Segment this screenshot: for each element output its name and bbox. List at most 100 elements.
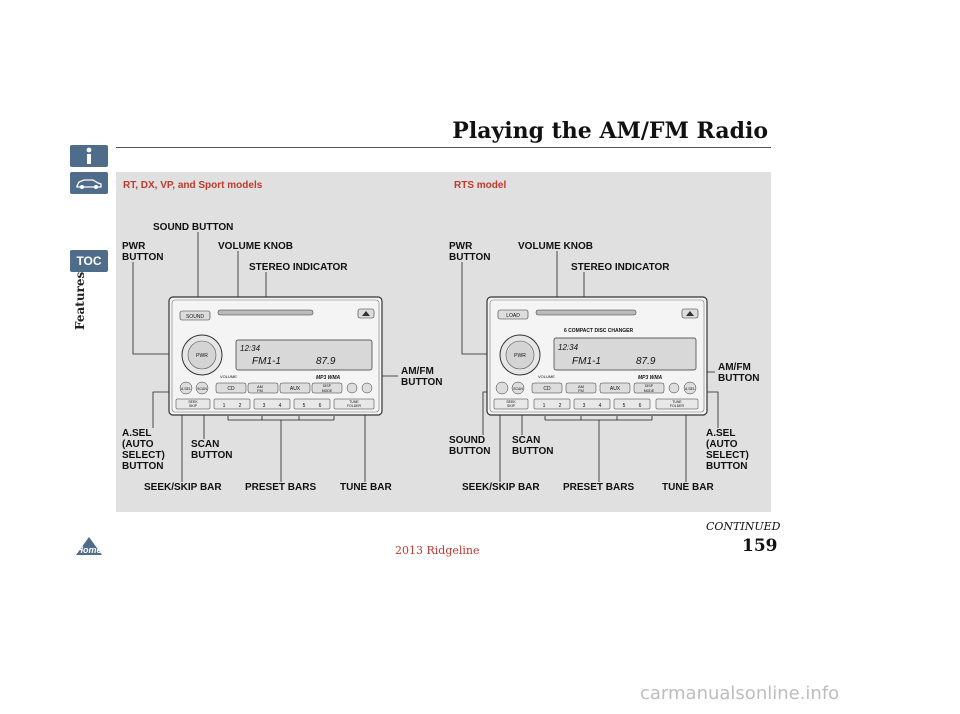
right-aux-text: AUX <box>610 386 621 392</box>
right-tune-bar[interactable] <box>655 398 699 410</box>
right-seek-skip-bar-label: SEEK/SKIP BAR <box>462 482 540 493</box>
right-eject-icon <box>686 311 694 316</box>
left-scan-button[interactable] <box>195 381 209 395</box>
right-skip-text: SKIP <box>507 404 516 408</box>
left-seek-skip-bar[interactable] <box>175 398 211 410</box>
car-icon <box>76 179 102 189</box>
left-pwr-button[interactable]: PWR <box>196 353 208 359</box>
left-round-button-a[interactable] <box>346 382 358 394</box>
right-scan-text: SCAN <box>513 387 523 391</box>
home-label: Home <box>76 545 101 555</box>
left-cd-text: CD <box>227 386 235 392</box>
left-asel-button[interactable] <box>179 381 193 395</box>
right-display-clock: 12:34 <box>558 343 579 352</box>
left-preset-4: 4 <box>279 403 282 409</box>
left-preset-2: 2 <box>239 403 242 409</box>
left-seek-skip-bar-label: SEEK/SKIP BAR <box>144 482 222 493</box>
left-tune-bar-label: TUNE BAR <box>340 482 392 493</box>
left-display-frequency: 87.9 <box>316 356 336 367</box>
left-disp-mode-button[interactable] <box>311 382 343 394</box>
car-tab[interactable] <box>70 172 108 194</box>
info-tab[interactable] <box>70 145 108 167</box>
right-preset-bars-label: PRESET BARS <box>563 482 635 493</box>
right-preset-3: 3 <box>583 403 586 409</box>
right-stereo-indicator-label: STEREO INDICATOR <box>571 262 670 273</box>
left-asel-text: A.SEL <box>181 387 191 391</box>
right-preset-6: 6 <box>639 403 642 409</box>
right-preset-1: 1 <box>543 403 546 409</box>
left-preset-5: 5 <box>303 403 306 409</box>
right-load-button[interactable] <box>497 309 529 320</box>
right-preset-2: 2 <box>559 403 562 409</box>
right-preset-bar-5-6[interactable] <box>613 398 651 410</box>
toc-label: TOC <box>76 254 102 268</box>
page-number: 159 <box>742 536 778 556</box>
left-aux-button[interactable] <box>279 382 311 394</box>
right-preset-bar-3-4[interactable] <box>573 398 611 410</box>
right-seek-skip-bar[interactable] <box>493 398 529 410</box>
right-pwr-button-label: PWR BUTTON <box>449 241 491 263</box>
left-preset-1: 1 <box>223 403 226 409</box>
right-cd-slot <box>535 309 637 316</box>
right-radio-unit: LOAD 6 COMPACT DISC CHANGER PWR VOLUME 1… <box>486 296 708 416</box>
right-tune-bar-label: TUNE BAR <box>662 482 714 493</box>
right-round-button-a[interactable] <box>668 382 680 394</box>
left-amfm-button-label: AM/FM BUTTON <box>401 366 443 388</box>
left-pwr-button-label: PWR BUTTON <box>122 241 164 263</box>
right-preset-bar-1-2[interactable] <box>533 398 571 410</box>
left-cd-button[interactable] <box>215 382 247 394</box>
right-changer-text: 6 COMPACT DISC CHANGER <box>564 328 633 334</box>
left-am-text: AM <box>257 384 263 389</box>
right-asel-button-label: A.SEL (AUTO SELECT) BUTTON <box>706 428 749 472</box>
right-fm-text: FM <box>578 388 584 393</box>
left-preset-bar-5-6[interactable] <box>293 398 331 410</box>
left-preset-bar-1-2[interactable] <box>213 398 251 410</box>
left-round-button-b[interactable] <box>361 382 373 394</box>
left-tune-bar[interactable] <box>333 398 375 410</box>
right-sound-button-label: SOUND BUTTON <box>449 435 491 457</box>
right-display-frequency: 87.9 <box>636 356 656 367</box>
right-tune-text: TUNE <box>672 400 682 404</box>
right-cd-button[interactable] <box>531 382 563 394</box>
left-preset-bar-3-4[interactable] <box>253 398 291 410</box>
watermark: carmanualsonline.info <box>640 683 840 704</box>
left-tune-text: TUNE <box>349 400 359 404</box>
page-title: Playing the AM/FM Radio <box>452 118 768 144</box>
right-seek-text: SEEK <box>506 400 516 404</box>
right-mode-text: MODE <box>644 389 655 393</box>
right-volume-knob-label: VOLUME KNOB <box>518 241 593 252</box>
info-icon <box>86 147 92 164</box>
right-sound-button[interactable] <box>495 381 509 395</box>
right-disp-text: DISP <box>645 384 654 388</box>
left-volume-knob-label: VOLUME KNOB <box>218 241 293 252</box>
left-model-heading: RT, DX, VP, and Sport models <box>123 180 263 191</box>
right-asel-button[interactable] <box>683 381 697 395</box>
left-preset-6: 6 <box>319 403 322 409</box>
right-aux-button[interactable] <box>599 382 631 394</box>
left-amfm-button[interactable] <box>247 382 279 394</box>
left-aux-text: AUX <box>290 386 301 392</box>
left-sound-button[interactable] <box>179 310 211 321</box>
left-eject-icon <box>362 311 370 316</box>
right-folder-text: FOLDER <box>670 404 685 408</box>
title-rule <box>116 147 771 148</box>
toc-tab[interactable]: TOC <box>70 250 108 272</box>
left-disp-text: DISP <box>323 384 332 388</box>
left-asel-button-label: A.SEL (AUTO SELECT) BUTTON <box>122 428 165 472</box>
right-disp-mode-button[interactable] <box>633 382 665 394</box>
right-display-band: FM1-1 <box>572 356 601 367</box>
left-seek-text: SEEK <box>188 400 198 404</box>
right-model-heading: RTS model <box>454 180 507 191</box>
home-tab[interactable]: Home <box>70 535 108 557</box>
left-radio-unit: SOUND PWR VOLUME 12:34 FM1-1 87.9 A.SEL … <box>168 296 383 416</box>
right-amfm-button[interactable] <box>565 382 597 394</box>
left-stereo-indicator-label: STEREO INDICATOR <box>249 262 348 273</box>
right-preset-4: 4 <box>599 403 602 409</box>
right-scan-button[interactable] <box>511 381 525 395</box>
left-folder-text: FOLDER <box>347 404 362 408</box>
right-preset-5: 5 <box>623 403 626 409</box>
left-volume-text: VOLUME <box>220 374 237 379</box>
right-pwr-button[interactable]: PWR <box>514 353 526 359</box>
right-load-text: LOAD <box>506 313 520 319</box>
